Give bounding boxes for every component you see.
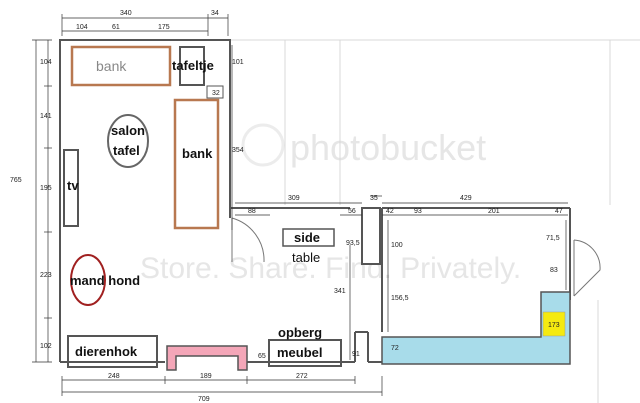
dim-dierenhok-h: 65 (258, 353, 266, 360)
dim-left-total: 765 (10, 177, 22, 184)
tv-label: tv (67, 178, 79, 193)
dim-top-total: 340 (120, 10, 132, 17)
dim-bottom-seg1: 248 (108, 373, 120, 380)
dim-hall-len: 309 (288, 195, 300, 202)
appliance (542, 311, 566, 337)
door-swings (231, 217, 601, 297)
salon-tafel-label-2: tafel (113, 143, 140, 158)
dim-hall-height: 93,5 (346, 240, 360, 247)
dim-bottom-total: 709 (198, 396, 210, 403)
background-lines (230, 39, 640, 403)
kitchen-counter (381, 291, 571, 365)
dim-top-seg2: 61 (112, 24, 120, 31)
dim-bottom-seg3: 272 (296, 373, 308, 380)
opberg-meubel-label-2: meubel (277, 345, 323, 360)
dog-bed (70, 254, 106, 306)
opberg-meubel (268, 339, 342, 367)
side-table-label-2: table (292, 250, 320, 265)
dierenhok (67, 335, 158, 368)
dim-kitchen-seg4: 47 (555, 208, 563, 215)
dim-left-seg2: 141 (40, 113, 52, 120)
dimension-lines (32, 14, 568, 396)
dim-left-seg3: 195 (40, 185, 52, 192)
dim-kitchen-v1: 100 (391, 242, 403, 249)
dim-kitchen-seg1: 42 (386, 208, 394, 215)
salon-tafel-label-1: salon (111, 123, 145, 138)
pink-cabinet (166, 345, 248, 371)
dim-top-right: 34 (211, 10, 219, 17)
tafeltje (179, 46, 205, 86)
bank-top (70, 45, 172, 87)
dim-hall-gap: 35 (370, 195, 378, 202)
salon-tafel (107, 114, 149, 168)
watermark: photobucket Store. Share. Find. Privatel… (140, 123, 521, 285)
dim-hall-door: 88 (248, 208, 256, 215)
dim-meubel-h: 91 (352, 351, 360, 358)
dim-room-right-h: 354 (232, 147, 244, 154)
watermark-slogan: Store. Share. Find. Privately. (140, 252, 521, 285)
dim-kitchen-v3: 72 (391, 345, 399, 352)
dim-bottom-seg2: 189 (200, 373, 212, 380)
tafeltje-label: tafeltje (172, 58, 214, 73)
tafeltje-small (206, 85, 224, 99)
bank-right-label: bank (182, 146, 213, 161)
dim-top-seg1: 104 (76, 24, 88, 31)
camera-icon (241, 123, 285, 167)
dim-kitchen-right1: 71,5 (546, 235, 560, 242)
dim-kitchen-right2: 83 (550, 267, 558, 274)
dierenhok-label: dierenhok (75, 344, 138, 359)
dim-left-seg5: 102 (40, 343, 52, 350)
dim-kitchen-seg3: 201 (488, 208, 500, 215)
dim-kitchen-seg2: 93 (414, 208, 422, 215)
dim-top-seg3: 175 (158, 24, 170, 31)
dim-hall-side: 56 (348, 208, 356, 215)
dim-mid-height: 341 (334, 288, 346, 295)
dim-kitchen-v2: 156,5 (391, 295, 409, 302)
bank-right (173, 98, 220, 230)
dim-left-seg4: 223 (40, 272, 52, 279)
side-table-label-1: side (294, 230, 320, 245)
dim-tafeltje-h: 101 (232, 59, 244, 66)
bank-top-label: bank (96, 58, 127, 74)
side-table (282, 228, 335, 247)
walls (59, 39, 571, 363)
dim-tafeltje-gap: 32 (212, 90, 220, 97)
dog-bed-label: mand hond (70, 273, 140, 288)
tv-unit (63, 149, 79, 227)
opberg-meubel-label-1: opberg (278, 325, 322, 340)
appliance-label: 173 (548, 322, 560, 329)
watermark-brand: photobucket (290, 127, 486, 168)
dim-left-seg1: 104 (40, 59, 52, 66)
dim-kitchen-total: 429 (460, 195, 472, 202)
